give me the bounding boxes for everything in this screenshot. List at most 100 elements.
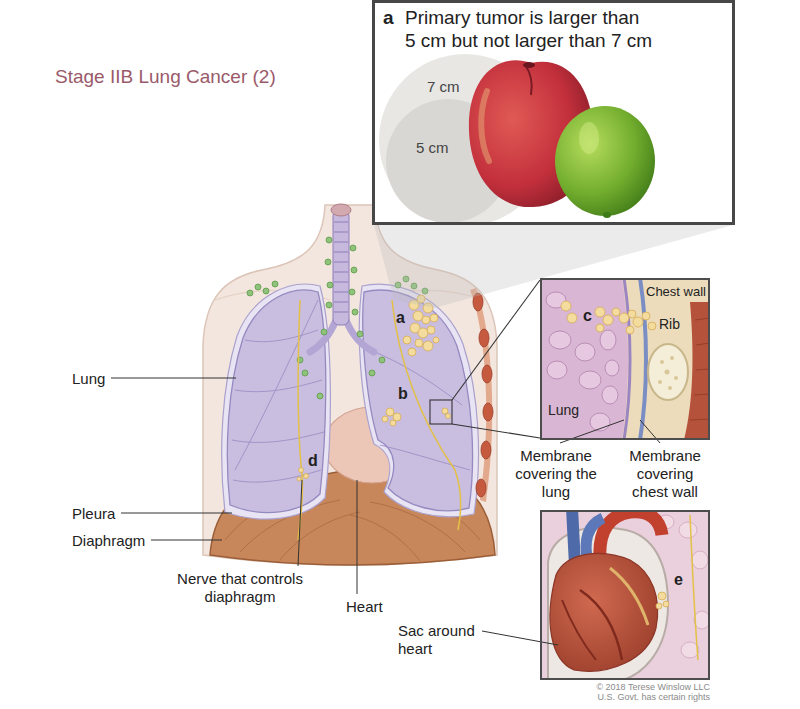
chest-wall-closeup: [658, 380, 662, 384]
trachea: [346, 320, 374, 352]
part-label: Heart: [346, 598, 383, 616]
trachea: [334, 282, 348, 283]
lymph-node: [326, 237, 332, 243]
lung-shape: [233, 470, 321, 482]
text-holder: Pleura: [72, 505, 115, 523]
text-holder: Lung: [548, 402, 579, 419]
chest-wall-closeup: [658, 356, 678, 390]
chest-wall-closeup: [600, 330, 616, 350]
heart-closeup: [540, 510, 710, 680]
phrenic-nerve: [392, 300, 461, 530]
lung-shape: [227, 290, 325, 513]
rib-section: [476, 479, 486, 497]
chest-wall-closeup: [561, 301, 571, 311]
part-label: Membrane covering the lung: [512, 447, 600, 501]
chest-wall-closeup: [642, 312, 650, 320]
lymph-node: [321, 329, 327, 335]
callout-letter: a: [396, 308, 405, 327]
tumor: [442, 408, 448, 414]
heart-closeup: [663, 601, 669, 607]
trachea: [334, 222, 348, 312]
text-holder: d: [308, 451, 318, 470]
diaphragm-muscle: [280, 512, 360, 560]
tumor: [427, 326, 435, 334]
lung-shape: [232, 300, 470, 482]
callout-letter: d: [308, 451, 318, 470]
chest-wall-closeup: [561, 301, 656, 334]
text-holder: Nerve that controls diaphragm: [170, 570, 310, 606]
leader-line: [111, 378, 236, 379]
phrenic-nerve: [298, 300, 461, 540]
lymph-node: [379, 357, 385, 363]
size-comparison-fruit: [481, 91, 489, 161]
heart-closeup: [656, 603, 662, 609]
lymph-node: [317, 393, 323, 399]
part-label: Rib: [659, 316, 680, 333]
rib-section: [470, 288, 492, 502]
text-holder: Primary tumor is larger than 5 cm but no…: [405, 7, 687, 53]
tumor: [297, 295, 451, 481]
tumor: [446, 414, 451, 419]
heart-closeup: [690, 515, 698, 660]
trachea: [310, 204, 374, 352]
tumor: [423, 341, 433, 351]
text-holder: b: [398, 384, 408, 403]
lymph-node: [326, 302, 332, 308]
chest-wall-closeup: [596, 324, 604, 332]
rib-section: [483, 403, 493, 421]
trachea: [310, 320, 336, 352]
lymph-node: [369, 370, 375, 376]
chest-wall-closeup: [648, 344, 688, 400]
tumor: [413, 311, 423, 321]
size-comparison-fruit: [579, 122, 599, 154]
chest-wall-closeup: [696, 369, 710, 370]
chest-wall-closeup: [690, 318, 710, 420]
text-holder: 5 cm: [416, 139, 449, 157]
lung-shape: [235, 380, 322, 392]
text-holder: Lung: [72, 370, 105, 388]
chest-wall-closeup: [602, 386, 618, 404]
lung-shape: [232, 432, 324, 442]
chest-wall-closeup: [612, 308, 620, 316]
chest-wall-closeup: [605, 360, 619, 376]
size-comparison-fruit: [555, 106, 655, 216]
text-holder: Stage IIB Lung Cancer (2): [55, 66, 276, 89]
chest-wall-closeup: [540, 278, 710, 440]
leader-line: [298, 480, 302, 566]
chest-wall-closeup: [670, 356, 674, 360]
leader-line: [482, 631, 558, 645]
pleura-outline: [359, 284, 478, 516]
lung-shape: [235, 300, 318, 470]
tumor: [304, 474, 309, 479]
chest-wall-closeup: [648, 322, 656, 330]
trachea: [331, 204, 351, 216]
part-label: Lung: [72, 370, 105, 388]
heart-closeup: [694, 611, 710, 629]
chest-wall-closeup: [567, 313, 577, 323]
lymph-node: [247, 290, 253, 296]
heart-closeup: [692, 551, 708, 569]
heart-closeup: [572, 510, 575, 565]
leader-line: [121, 513, 232, 514]
heart-closeup: [610, 568, 648, 625]
text-holder: Membrane covering the lung: [512, 447, 600, 501]
chest-wall-closeup: [549, 331, 571, 349]
lymph-node: [327, 282, 333, 288]
part-label: Membrane covering chest wall: [620, 447, 710, 501]
text-holder: c: [583, 306, 592, 325]
chest-wall-closeup: [619, 313, 629, 323]
phrenic-nerve: [298, 300, 303, 540]
tumor: [422, 316, 430, 324]
chest-wall-closeup: [540, 278, 628, 440]
part-label: Chest wall: [646, 284, 706, 300]
text-holder: Membrane covering chest wall: [620, 447, 710, 501]
part-label: Diaphragm: [72, 532, 145, 550]
text-holder: © 2018 Terese Winslow LLC U.S. Govt. has…: [586, 682, 710, 703]
tumor: [299, 468, 304, 473]
rib-section: [479, 329, 489, 347]
trachea: [334, 252, 348, 253]
chest-wall-closeup: [624, 278, 630, 440]
tumor: [403, 336, 411, 344]
trachea: [334, 222, 348, 223]
lymph-node: [255, 284, 261, 290]
